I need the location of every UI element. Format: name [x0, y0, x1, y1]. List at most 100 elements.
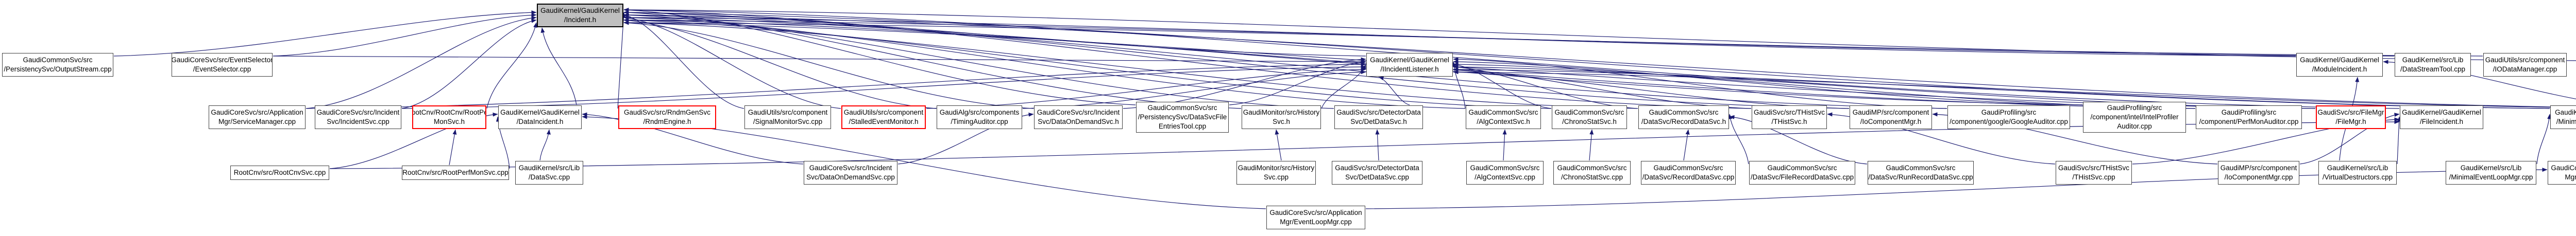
graph-node-data-stream-tool-cpp[interactable]: GaudiKernel/src/Lib/DataStreamTool.cpp [2395, 53, 2471, 77]
graph-node-file-record-data-svc-cpp[interactable]: GaudiCommonSvc/src/DataSvc/FileRecordDat… [1749, 161, 1855, 185]
graph-node-label-line: GaudiCommonSvc/src [1468, 108, 1538, 116]
graph-node-label-line: GaudiCommonSvc/src [1557, 164, 1627, 172]
graph-node-label-line: Svc/DetDataSvc.cpp [1345, 173, 1409, 181]
graph-node-signal-monitor-svc-cpp[interactable]: GaudiUtils/src/component/SignalMonitorSv… [744, 105, 831, 129]
graph-node-chrono-stat-svc-cpp[interactable]: GaudiCommonSvc/src/ChronoStatSvc.cpp [1553, 161, 1631, 185]
graph-node-label-line: GaudiCommonSvc/src [1554, 108, 1624, 116]
graph-node-io-data-manager-cpp[interactable]: GaudiUtils/src/component/IODataManager.c… [2483, 53, 2567, 77]
dependency-edge [2299, 113, 2400, 165]
graph-node-label-line: /DataIncident.h [516, 118, 564, 125]
graph-node-file-mgr-h[interactable]: GaudiSvc/src/FileMgr/FileMgr.h [2316, 105, 2386, 129]
graph-node-label-line: GaudiCommonSvc/src [1767, 164, 1837, 172]
graph-node-label-line: /ChronoStatSvc.cpp [1561, 173, 1623, 181]
graph-node-stalled-event-monitor-h[interactable]: GaudiUtils/src/component/StalledEventMon… [841, 105, 926, 129]
dependency-edge [623, 21, 1034, 109]
graph-node-chrono-stat-svc-h[interactable]: GaudiCommonSvc/src/ChronoStatSvc.h [1552, 105, 1627, 129]
dependency-edge [1321, 64, 1366, 109]
graph-node-label-line: /DataSvc.cpp [528, 173, 570, 181]
dependency-edge [623, 18, 1552, 109]
graph-node-label-line: Mgr/EventLoopMgr.h [2565, 173, 2576, 181]
graph-node-iincident-listener-h[interactable]: GaudiKernel/GaudiKernel/IIncidentListene… [1366, 53, 1453, 77]
graph-node-perf-mon-auditor-cpp[interactable]: GaudiProfiling/src/component/PerfMonAudi… [2196, 105, 2302, 129]
graph-node-label-line: /MinimalEventLoopMgr.cpp [2449, 173, 2533, 181]
graph-node-google-auditor-cpp[interactable]: GaudiProfiling/src/component/google/Goog… [1947, 105, 2070, 129]
graph-node-label-line: GaudiCommonSvc/src [23, 56, 93, 64]
graph-node-label-line: /AlgContextSvc.cpp [1475, 173, 1535, 181]
graph-node-label-line: /AlgContextSvc.h [1477, 118, 1530, 125]
dependency-edge [623, 8, 1136, 105]
graph-node-label-line: GaudiCoreSvc/src/Incident [316, 108, 400, 116]
graph-node-label-line: GaudiKernel/src/Lib [2460, 164, 2522, 172]
graph-node-io-component-mgr-cpp[interactable]: GaudiMP/src/component/IoComponentMgr.cpp [2218, 161, 2299, 185]
graph-node-record-data-svc-h[interactable]: GaudiCommonSvc/src/DataSvc/RecordDataSvc… [1638, 105, 1729, 129]
graph-node-alg-context-svc-cpp[interactable]: GaudiCommonSvc/src/AlgContextSvc.cpp [1466, 161, 1544, 185]
dependency-edge [401, 19, 537, 109]
dependency-edge [1453, 57, 1947, 109]
dependency-edge [623, 10, 1850, 109]
graph-node-label-line: GaudiKernel/src/Lib [518, 164, 580, 172]
dependency-edge [1683, 129, 1690, 161]
graph-node-label-line: GaudiKernel/GaudiKernel [500, 108, 580, 116]
graph-node-root-perf-mon-svc-cpp[interactable]: RootCnv/src/RootPerfMonSvc.cpp [402, 166, 509, 180]
graph-node-label-line: GaudiUtils/src/component [2485, 56, 2565, 64]
dependency-edge [623, 13, 1947, 109]
graph-node-thist-svc-cpp[interactable]: GaudiSvc/src/THistSvc/THistSvc.cpp [2056, 161, 2132, 185]
dependency-edge [623, 21, 2316, 109]
graph-node-run-record-data-svc-cpp[interactable]: GaudiCommonSvc/src/DataSvc/RunRecordData… [1868, 161, 1974, 185]
graph-node-label-line: /IoComponentMgr.h [1860, 118, 1922, 125]
graph-node-label-line: GaudiKernel/GaudiKernel [2402, 108, 2481, 116]
dependency-edge [540, 27, 577, 105]
dependency-edge [1453, 62, 2196, 109]
graph-node-label-line: /DataSvc/RunRecordDataSvc.cpp [1868, 173, 1973, 181]
graph-node-label-line: /TimingAuditor.cpp [951, 118, 1008, 125]
graph-node-thist-svc-h[interactable]: GaudiSvc/src/THistSvc/THistSvc.h [1752, 105, 1827, 129]
graph-node-label-line: GaudiKernel/GaudiKernel [2555, 108, 2576, 116]
graph-node-data-svc-cpp[interactable]: GaudiKernel/src/Lib/DataSvc.cpp [515, 161, 583, 185]
graph-node-label-line: RootCnv/RootCnv/RootPerf [412, 108, 485, 116]
graph-node-label-line: /component/google/GoogleAuditor.cpp [1950, 118, 2068, 125]
graph-node-data-incident-h[interactable]: GaudiKernel/GaudiKernel/DataIncident.h [498, 105, 582, 129]
dependency-edge [582, 112, 804, 165]
dependency-edge [623, 10, 1242, 109]
graph-node-output-stream-cpp[interactable]: GaudiCommonSvc/src/PersistencySvc/Output… [2, 53, 113, 77]
graph-node-label-line: GaudiUtils/src/component [748, 108, 828, 116]
graph-node-minimal-event-loop-mgr-cpp[interactable]: GaudiKernel/src/Lib/MinimalEventLoopMgr.… [2446, 161, 2536, 185]
graph-node-label-line: /IODataManager.cpp [2493, 65, 2557, 73]
graph-node-timing-auditor-cpp[interactable]: GaudiAlg/src/components/TimingAuditor.cp… [937, 105, 1022, 129]
dependency-edge [623, 8, 2400, 109]
graph-node-file-incident-h[interactable]: GaudiKernel/GaudiKernel/FileIncident.h [2400, 105, 2483, 129]
graph-node-record-data-svc-cpp[interactable]: GaudiCommonSvc/src/DataSvc/RecordDataSvc… [1641, 161, 1736, 185]
graph-node-data-svc-file-entries-tool-cpp[interactable]: GaudiCommonSvc/src/PersistencySvc/DataSv… [1136, 102, 1229, 133]
graph-node-minimal-event-loop-mgr-h[interactable]: GaudiKernel/GaudiKernel/MinimalEventLoop… [2550, 105, 2576, 129]
graph-node-root-cnv-svc-cpp[interactable]: RootCnv/src/RootCnvSvc.cpp [230, 166, 329, 180]
dependency-edge [1728, 114, 1749, 165]
graph-node-module-incident-h[interactable]: GaudiKernel/GaudiKernel/ModuleIncident.h [2296, 53, 2383, 77]
graph-node-virtual-destructors-cpp[interactable]: GaudiKernel/src/Lib/VirtualDestructors.c… [2318, 161, 2397, 185]
graph-node-event-loop-mgr-h[interactable]: GaudiCoreSvc/src/ApplicationMgr/EventLoo… [2548, 161, 2576, 185]
graph-node-label-line: Auditor.cpp [2117, 122, 2152, 130]
graph-node-root-perf-mon-svc-h[interactable]: RootCnv/RootCnv/RootPerfMonSvc.h [412, 105, 486, 129]
dependency-edge [401, 65, 1366, 109]
graph-node-label-line: GaudiKernel/GaudiKernel [540, 7, 620, 14]
graph-node-label-line: /FileMgr.h [2335, 118, 2366, 125]
graph-node-event-selector-cpp[interactable]: GaudiCoreSvc/src/EventSelector/EventSele… [172, 53, 273, 77]
graph-node-label-line: Mgr/ServiceManager.cpp [218, 118, 296, 125]
graph-node-label-line: /IIncidentListener.h [1380, 65, 1439, 73]
graph-node-intel-profiler-auditor-cpp[interactable]: GaudiProfiling/src/component/intel/Intel… [2083, 102, 2186, 133]
dependency-edge [623, 10, 2550, 109]
graph-node-alg-context-svc-h[interactable]: GaudiCommonSvc/src/AlgContextSvc.h [1466, 105, 1541, 129]
graph-node-label-line: /PersistencySvc/DataSvcFile [1138, 113, 1227, 121]
graph-node-rndm-engine-h[interactable]: GaudiSvc/src/RndmGenSvc/RndmEngine.h [618, 105, 716, 129]
graph-node-io-component-mgr-h[interactable]: GaudiMP/src/component/IoComponentMgr.h [1850, 105, 1932, 129]
graph-node-label-line: GaudiCommonSvc/src [1649, 108, 1719, 116]
dependency-edge [306, 62, 1366, 109]
